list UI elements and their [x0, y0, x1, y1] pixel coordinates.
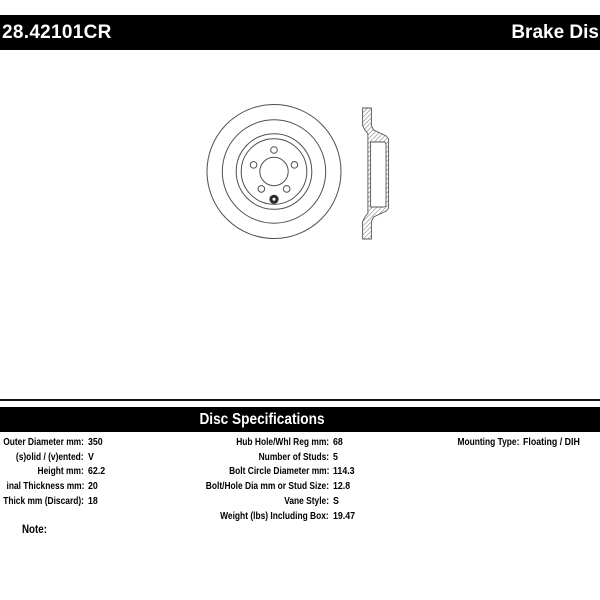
product-title: Brake Dis — [511, 22, 599, 43]
disc-cross-section — [362, 107, 390, 240]
spec-label: Vane Style: — [284, 494, 329, 507]
spec-label: (s)olid / (v)ented: — [16, 450, 84, 463]
spec-label: Bolt/Hole Dia mm or Stud Size: — [205, 480, 329, 493]
spec-label: Mounting Type: — [457, 436, 519, 448]
hub-inner-circle — [240, 138, 308, 205]
spec-label: inal Thickness mm: — [6, 480, 84, 493]
spec-label: Hub Hole/Whl Reg mm: — [236, 436, 329, 448]
spec-value: Floating / DIH — [523, 436, 580, 448]
spec-section-header: Disc Specifications — [0, 407, 600, 432]
center-bore-circle — [259, 156, 289, 187]
spec-label: Thick mm (Discard): — [3, 494, 84, 507]
spec-value: 12.8 — [333, 480, 351, 493]
outer-diameter-circle — [206, 104, 342, 239]
friction-surface-circle — [221, 119, 327, 224]
set-screw-hole-center — [272, 197, 276, 201]
spec-section-title: Disc Specifications — [199, 411, 325, 428]
spec-label: Outer Diameter mm: — [3, 436, 84, 448]
spec-label: Height mm: — [37, 465, 84, 478]
stud-hole — [282, 185, 291, 193]
brake-disc-drawing — [180, 88, 420, 258]
spec-value: 350 — [88, 436, 103, 448]
divider-rule — [0, 399, 600, 401]
hub-outer-circle — [235, 133, 313, 210]
spec-value: 68 — [333, 436, 343, 448]
part-number: 28.42101CR — [2, 22, 112, 43]
spec-value: 114.3 — [333, 465, 355, 478]
header-bar: 28.42101CR Brake Dis — [0, 15, 600, 50]
note-label: Note: — [22, 524, 47, 536]
stud-hole — [257, 185, 266, 193]
stud-hole — [249, 161, 258, 169]
spec-label: Weight (lbs) Including Box: — [220, 509, 329, 522]
spec-value: 18 — [88, 494, 98, 507]
spec-value: V — [88, 450, 94, 463]
side-view — [362, 107, 390, 240]
drawing-svg — [206, 104, 390, 240]
spec-value: 62.2 — [88, 465, 106, 478]
spec-value: 5 — [333, 450, 338, 463]
spec-value: 19.47 — [333, 509, 356, 522]
spec-label: Number of Studs: — [258, 450, 329, 463]
front-view — [206, 104, 342, 239]
spec-value: 20 — [88, 480, 98, 493]
spec-label: Bolt Circle Diameter mm: — [228, 465, 329, 478]
spec-value: S — [333, 494, 339, 507]
stud-hole — [290, 161, 299, 169]
stud-hole — [270, 146, 278, 154]
